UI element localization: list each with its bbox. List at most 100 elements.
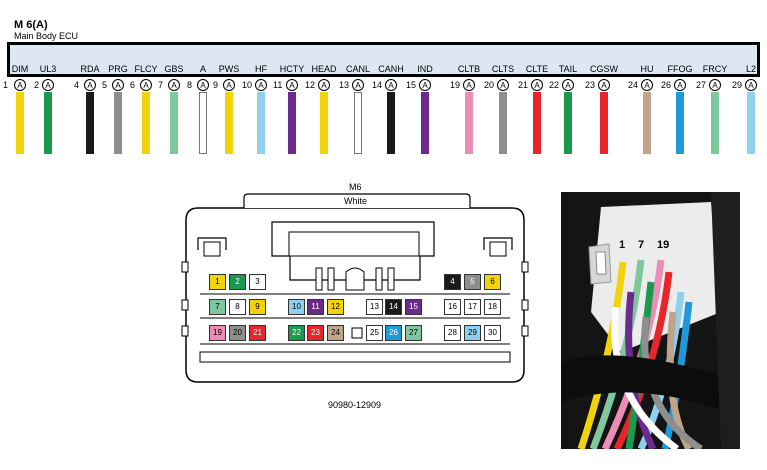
pin-number: 29: [732, 80, 743, 90]
wire-frcy: [711, 92, 719, 154]
connector-a-marker: A: [562, 79, 574, 91]
cavity-2: 2: [229, 274, 246, 290]
photo-wire: [577, 261, 627, 449]
cavity-21: 21: [249, 325, 266, 341]
wire-ind: [421, 92, 429, 154]
connector-a-marker: A: [531, 79, 543, 91]
signal-label: FFOG: [667, 64, 693, 74]
wire-tail: [564, 92, 572, 154]
photo-label-pin19: 19: [657, 239, 670, 251]
connector-color-label: White: [344, 196, 368, 206]
photo-wire: [589, 259, 645, 449]
signal-label: HCTY: [279, 64, 305, 74]
pin-number: 13: [339, 80, 350, 90]
signal-label: HF: [255, 64, 267, 74]
connector-a-marker: A: [286, 79, 298, 91]
connector-a-marker: A: [497, 79, 509, 91]
pin-number: 15: [406, 80, 417, 90]
signal-label: GBS: [164, 64, 184, 74]
connector-a-marker: A: [197, 79, 209, 91]
wire-hu: [643, 92, 651, 154]
wire-prg: [114, 92, 122, 154]
cavity-19: 19: [209, 325, 226, 341]
connector-a-marker: A: [168, 79, 180, 91]
cavity-7: 7: [209, 299, 226, 315]
cavity-9: 9: [249, 299, 266, 315]
signal-label: RDA: [80, 64, 100, 74]
cavity-29: 29: [464, 325, 481, 341]
signal-label: CGSW: [590, 64, 618, 74]
cavity-22: 22: [288, 325, 305, 341]
cavity-4: 4: [444, 274, 461, 290]
connector-a-marker: A: [598, 79, 610, 91]
wire-canh: [387, 92, 395, 154]
wire-canl: [354, 92, 362, 154]
cavity-25: 25: [366, 325, 383, 341]
connector-photo: 1 7 19: [561, 192, 740, 449]
wire-gbs: [170, 92, 178, 154]
pin-number: 5: [102, 80, 108, 90]
connector-a-marker: A: [641, 79, 653, 91]
signal-label: CANH: [378, 64, 404, 74]
connector-a-marker: A: [14, 79, 26, 91]
signal-label: PWS: [218, 64, 240, 74]
photo-label-pin7: 7: [638, 239, 645, 251]
wire-l2: [747, 92, 755, 154]
pin-number: 1: [3, 80, 9, 90]
part-number: 90980-12909: [328, 400, 382, 410]
wire-cltb: [465, 92, 473, 154]
cavity-12: 12: [327, 299, 344, 315]
wire-clte: [533, 92, 541, 154]
signal-label: FLCY: [134, 64, 158, 74]
cavity-27: 27: [405, 325, 422, 341]
connector-a-marker: A: [42, 79, 54, 91]
connector-a-marker: A: [223, 79, 235, 91]
connector-name: M6: [349, 182, 362, 192]
cavity-28: 28: [444, 325, 461, 341]
cavity-15: 15: [405, 299, 422, 315]
cavity-8: 8: [229, 299, 246, 315]
connector-a-marker: A: [255, 79, 267, 91]
cavity-1: 1: [209, 274, 226, 290]
cavity-17: 17: [464, 299, 481, 315]
signal-label: A: [199, 64, 207, 74]
signal-label: L2: [745, 64, 757, 74]
connector-a-marker: A: [709, 79, 721, 91]
wire-rda: [86, 92, 94, 154]
signal-label: CANL: [345, 64, 371, 74]
cavity-20: 20: [229, 325, 246, 341]
connector-title: M 6(A): [14, 19, 48, 31]
connector-a-marker: A: [419, 79, 431, 91]
cavity-10: 10: [288, 299, 305, 315]
signal-label: DIM: [11, 64, 29, 74]
wire-flcy: [142, 92, 150, 154]
wire-hcty: [288, 92, 296, 154]
cavity-30: 30: [484, 325, 501, 341]
signal-label: IND: [417, 64, 433, 74]
signal-label: CLTB: [457, 64, 481, 74]
signal-label: CLTS: [491, 64, 515, 74]
wire-pws: [225, 92, 233, 154]
connector-a-marker: A: [318, 79, 330, 91]
pin-number: 27: [696, 80, 707, 90]
pin-number: 21: [518, 80, 529, 90]
cavity-16: 16: [444, 299, 461, 315]
wire-hf: [257, 92, 265, 154]
wire-a: [199, 92, 207, 154]
cavity-11: 11: [307, 299, 324, 315]
ecu-connector-box: [7, 42, 760, 77]
pin-number: 19: [450, 80, 461, 90]
wire-clts: [499, 92, 507, 154]
signal-label: FRCY: [702, 64, 728, 74]
connector-subtitle: Main Body ECU: [14, 31, 79, 41]
signal-label: HU: [640, 64, 654, 74]
signal-label: TAIL: [558, 64, 578, 74]
wire-ffog: [676, 92, 684, 154]
cavity-3: 3: [249, 274, 266, 290]
cavity-14: 14: [385, 299, 402, 315]
pin-number: 22: [549, 80, 560, 90]
cavity-24: 24: [327, 325, 344, 341]
cavity-13: 13: [366, 299, 383, 315]
photo-label-pin1: 1: [619, 239, 626, 251]
cavity-26: 26: [385, 325, 402, 341]
